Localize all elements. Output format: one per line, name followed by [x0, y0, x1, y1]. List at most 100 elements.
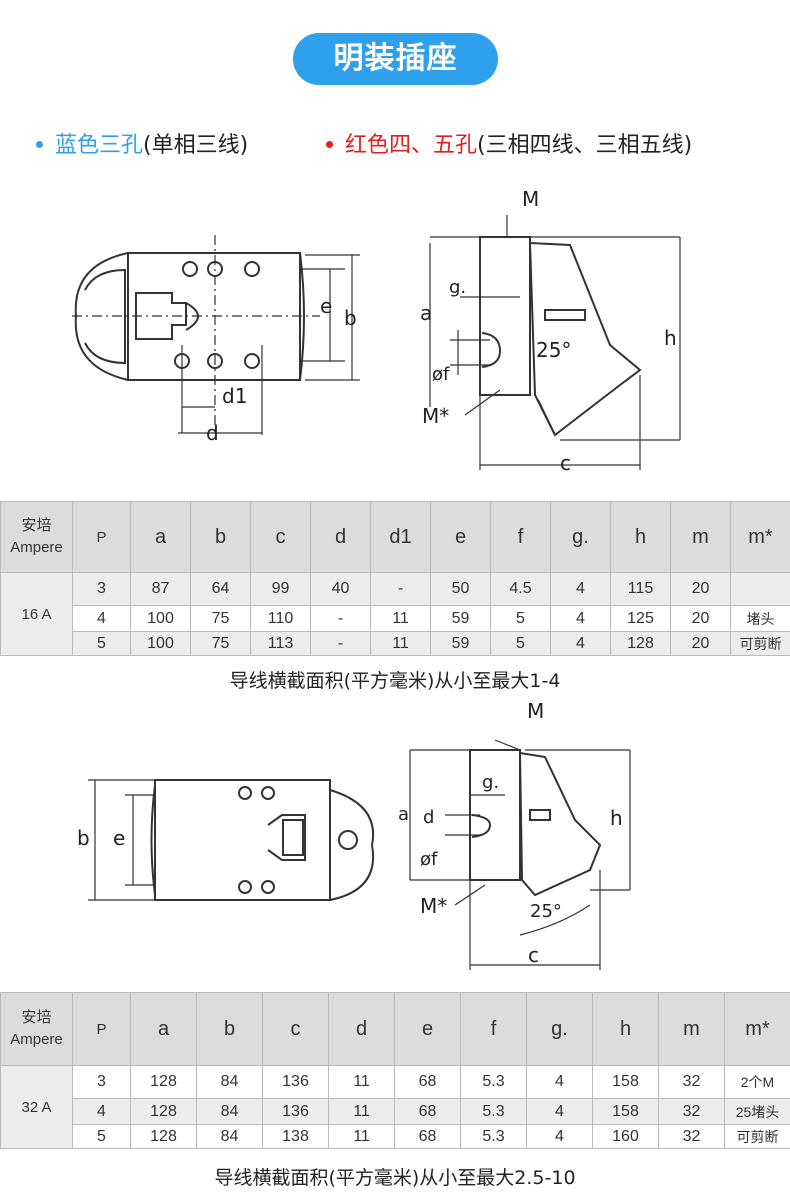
table-cell: -	[370, 572, 431, 606]
table-cell: 136	[262, 1098, 329, 1125]
table-cell: 138	[262, 1124, 329, 1149]
table-cell: 5	[490, 631, 551, 656]
dim-label-f: øf	[432, 364, 450, 385]
dim-label-h: h	[664, 326, 677, 350]
header-mstar: m*	[730, 501, 790, 573]
page-title: 明装插座	[293, 33, 498, 85]
dim-label-e: e	[113, 826, 125, 850]
table-cell: 11	[328, 1065, 395, 1099]
dim-label-a: a	[420, 301, 432, 325]
table-cell: -	[310, 605, 371, 632]
header-a: a	[130, 501, 191, 573]
wire-cross-section-caption-16a: 导线横截面积(平方毫米)从小至最大1-4	[229, 670, 561, 692]
header-g: g.	[526, 992, 593, 1066]
current-rating: 16 A	[0, 572, 73, 656]
dim-label-b: b	[344, 306, 357, 330]
table-cell: 84	[196, 1098, 263, 1125]
table-cell: 4	[72, 605, 131, 632]
table-row: 16 A 3 87 64 99 40 - 50 4.5 4 115 20	[0, 572, 790, 656]
side-view-16a	[429, 215, 681, 470]
table-cell: 75	[190, 631, 251, 656]
technical-drawing-16a: M g. a øf 25° M* h c e b d1 d	[72, 187, 681, 475]
table-cell: 4	[550, 631, 611, 656]
table-cell: 4.5	[490, 572, 551, 606]
dim-label-M: M	[527, 699, 544, 723]
header-d1: d1	[370, 501, 431, 573]
current-rating: 32 A	[0, 1065, 73, 1149]
dim-label-d: d	[206, 421, 219, 445]
front-view-16a	[72, 235, 360, 435]
dim-label-angle: 25°	[530, 901, 562, 922]
table-cell: 113	[250, 631, 311, 656]
dim-label-angle: 25°	[536, 338, 571, 362]
red-bullet-icon	[326, 140, 333, 148]
header-d: d	[328, 992, 395, 1066]
table-cell: 68	[394, 1065, 461, 1099]
dim-label-M: M	[522, 187, 539, 211]
table-cell: 59	[430, 631, 491, 656]
table-cell: 25堵头	[724, 1098, 790, 1125]
table-cell: 20	[670, 572, 731, 606]
dim-label-a: a	[398, 804, 409, 825]
table-cell: 32	[658, 1124, 725, 1149]
header-p: P	[72, 501, 131, 573]
table-cell: 50	[430, 572, 491, 606]
table-cell: 20	[670, 631, 731, 656]
table-cell: 11	[328, 1124, 395, 1149]
dim-label-f: øf	[420, 849, 438, 870]
table-cell: 158	[592, 1065, 659, 1099]
table-cell: 4	[526, 1124, 593, 1149]
header-b: b	[190, 501, 251, 573]
dim-label-d1: d1	[222, 384, 247, 408]
table-cell: 136	[262, 1065, 329, 1099]
header-h: h	[610, 501, 671, 573]
table-cell: 11	[370, 605, 431, 632]
legend-red-four-five-hole: 红色四、五孔(三相四线、三相五线)	[326, 130, 692, 162]
table-cell	[730, 572, 790, 606]
header-e: e	[394, 992, 461, 1066]
side-view-32a	[409, 739, 631, 970]
table-cell: 5.3	[460, 1098, 527, 1125]
dim-label-c: c	[560, 451, 571, 475]
table-cell: 5.3	[460, 1124, 527, 1149]
table-cell: 堵头	[730, 605, 790, 632]
dim-label-h: h	[610, 806, 623, 830]
table-row: 5 128 84 138 11 68 5.3 4 160 32 可剪断	[1, 1124, 790, 1149]
table-cell: 158	[592, 1098, 659, 1125]
table-cell: 5	[72, 631, 131, 656]
table-cell: 160	[592, 1124, 659, 1149]
dim-label-c: c	[528, 943, 539, 967]
header-m: m	[670, 501, 731, 573]
table-cell: 5	[72, 1124, 131, 1149]
table-cell: 32	[658, 1065, 725, 1099]
table-cell: 11	[328, 1098, 395, 1125]
table-cell: 68	[394, 1124, 461, 1149]
table-cell: 3	[72, 572, 131, 606]
header-c: c	[250, 501, 311, 573]
table-cell: 87	[130, 572, 191, 606]
table-cell: 5.3	[460, 1065, 527, 1099]
legend-red-highlight: 红色四、五孔	[345, 133, 478, 158]
table-row: 4 100 75 110 - 11 59 5 4 125 20 堵头	[1, 605, 790, 632]
dim-label-Mstar: M*	[420, 894, 447, 918]
header-mstar: m*	[724, 992, 790, 1066]
table-cell: 100	[130, 605, 191, 632]
table-cell: 128	[610, 631, 671, 656]
legend-blue-desc: (单相三线)	[143, 133, 249, 158]
table-cell: 59	[430, 605, 491, 632]
table-cell: 99	[250, 572, 311, 606]
header-f: f	[460, 992, 527, 1066]
dim-label-g: g.	[449, 277, 466, 298]
dim-label-e: e	[320, 294, 332, 318]
table-cell: 128	[130, 1098, 197, 1125]
table-cell: 3	[72, 1065, 131, 1099]
header-f: f	[490, 501, 551, 573]
table-cell: 115	[610, 572, 671, 606]
table-row: 4 128 84 136 11 68 5.3 4 158 32 25堵头	[1, 1098, 790, 1125]
header-h: h	[592, 992, 659, 1066]
technical-drawing-32a: M g. a d øf 25° M* h c e b	[77, 699, 631, 970]
wire-cross-section-caption-32a: 导线横截面积(平方毫米)从小至最大2.5-10	[214, 1167, 576, 1189]
blue-bullet-icon	[36, 140, 43, 148]
